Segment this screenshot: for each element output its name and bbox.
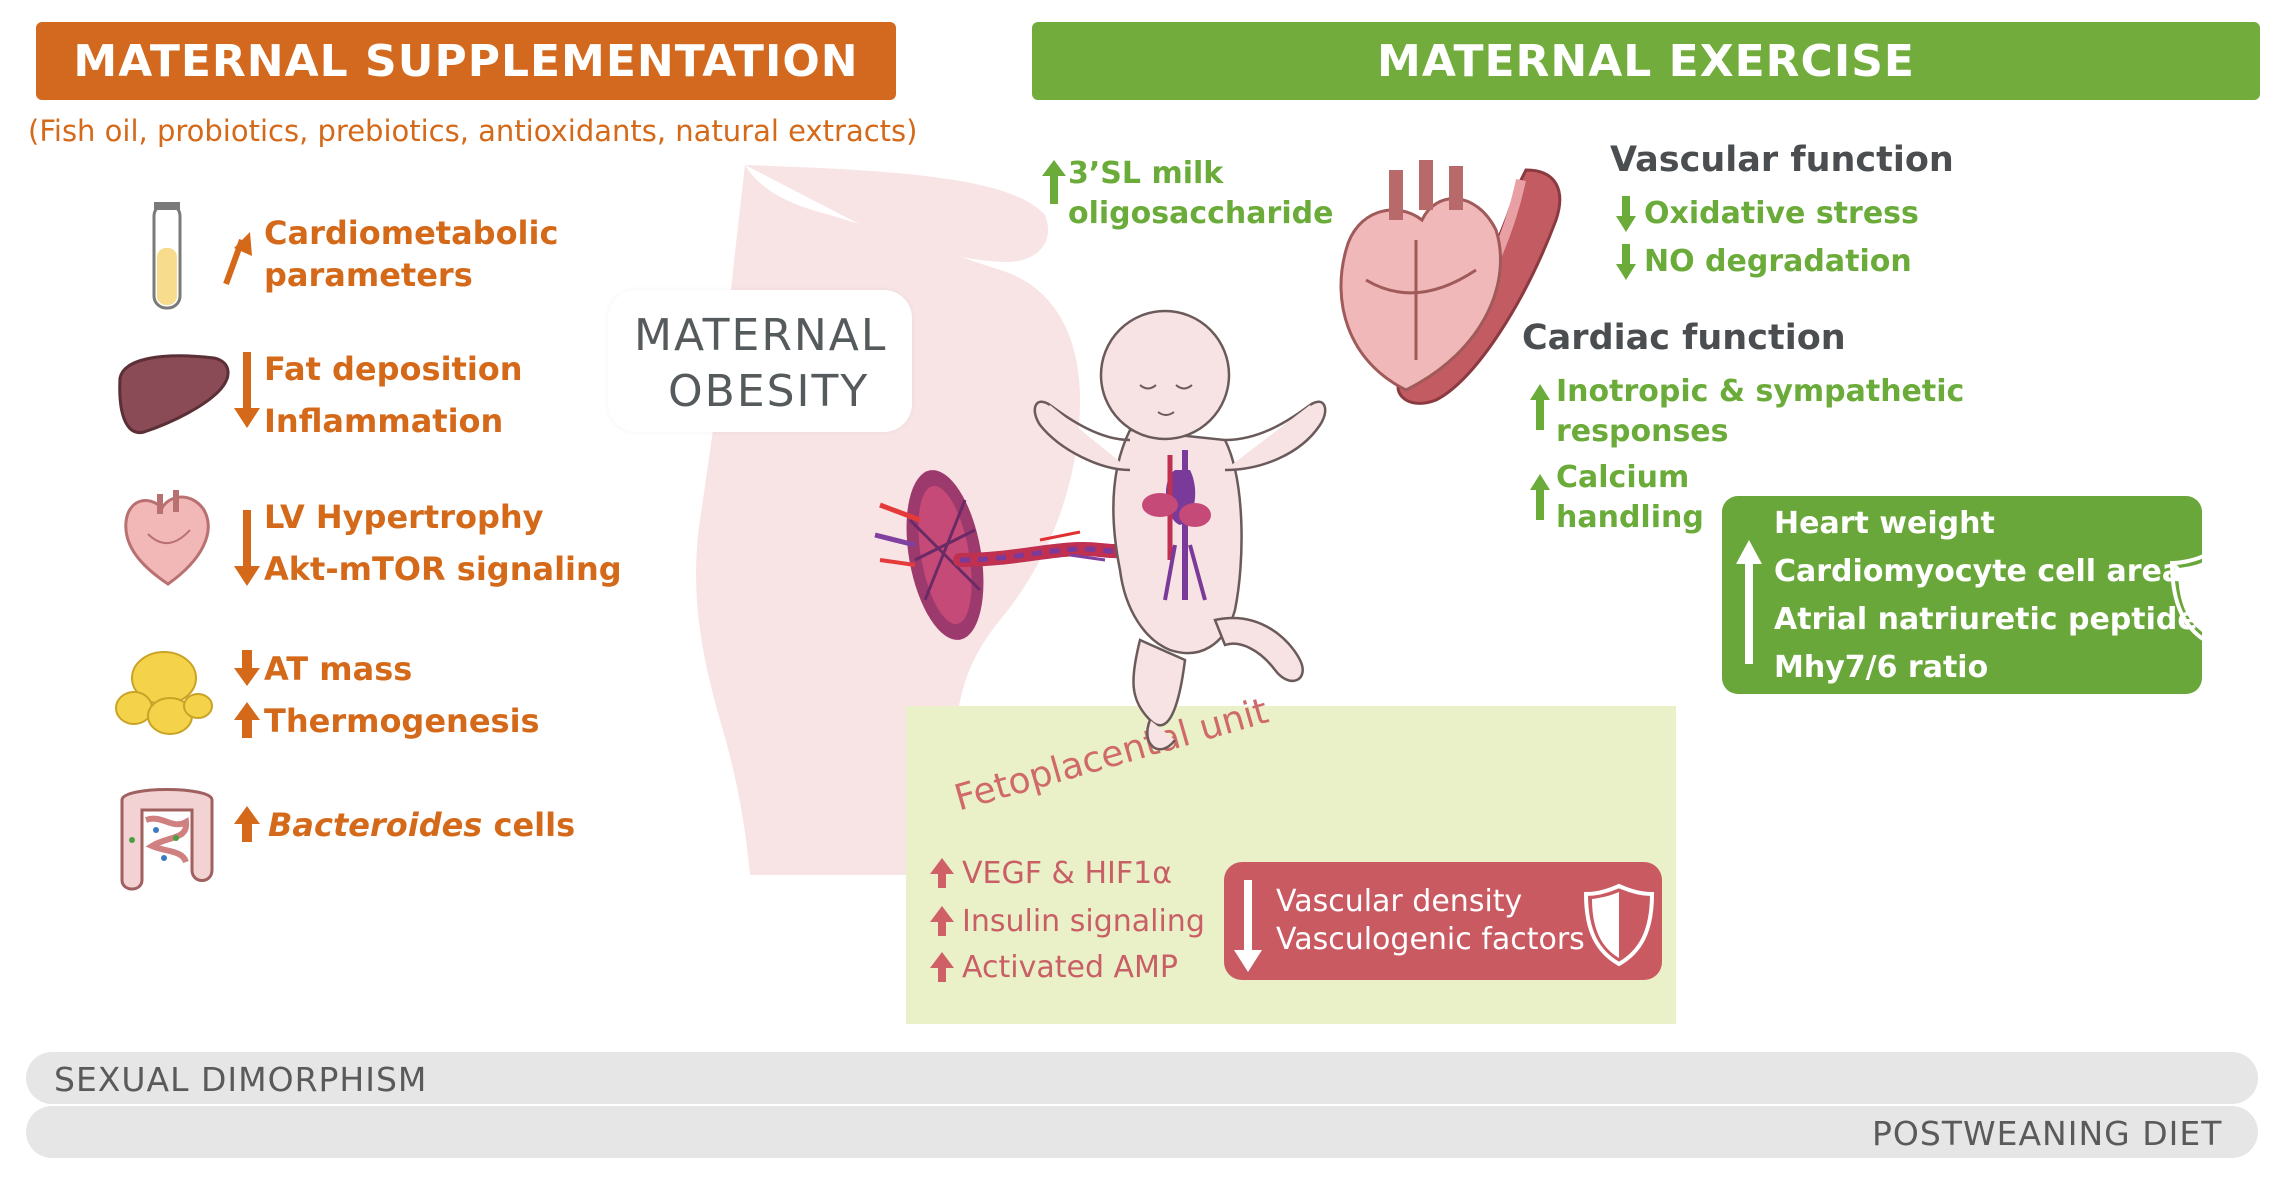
supplementation-banner: MATERNAL SUPPLEMENTATION: [36, 22, 896, 100]
arrow-down-icon: [234, 650, 260, 686]
heart-icon: [124, 490, 210, 586]
mhy-ratio: Mhy7/6 ratio: [1774, 650, 1989, 685]
cardiometabolic-line2: parameters: [264, 256, 473, 294]
postweaning-diet-label: POSTWEANING DIET: [1872, 1114, 2223, 1153]
bacteroides-rest: cells: [482, 806, 576, 844]
heart-weight: Heart weight: [1774, 506, 1995, 541]
arrow-down-icon: [234, 510, 260, 586]
liver-icon: [118, 354, 230, 435]
arrow-up-icon: [930, 858, 954, 888]
arrow-up-icon: [1530, 474, 1550, 520]
oxidative-stress: Oxidative stress: [1644, 196, 1919, 231]
fetoplacental-box-line2: Vasculogenic factors: [1276, 922, 1585, 957]
lv-hypertrophy: LV Hypertrophy: [264, 498, 544, 536]
milk-line2: oligosaccharide: [1068, 196, 1334, 231]
maternal-obesity-line1: MATERNAL: [634, 310, 888, 361]
fetoplacental-item-1: VEGF & HIF1α: [962, 856, 1172, 891]
maternal-obesity-label: [608, 290, 912, 432]
bacteroides-cells: Bacteroides cells: [268, 806, 575, 844]
sexual-dimorphism-label: SEXUAL DIMORPHISM: [54, 1060, 428, 1099]
maternal-obesity-line2: OBESITY: [668, 366, 870, 417]
arrow-down-icon: [234, 352, 260, 428]
arrow-down-icon: [1616, 196, 1636, 232]
arrow-up-icon: [930, 952, 954, 982]
fetoplacental-box-line1: Vascular density: [1276, 884, 1523, 919]
cardiometabolic-line1: Cardiometabolic: [264, 214, 559, 252]
arrow-up-icon: [1530, 384, 1550, 430]
arrow-up-icon: [234, 702, 260, 738]
milk-line1: 3’SL milk: [1068, 156, 1224, 191]
inotropic-line1: Inotropic & sympathetic: [1556, 374, 1965, 409]
sexual-dimorphism-bar: [26, 1052, 2258, 1104]
exercise-banner: MATERNAL EXERCISE: [1032, 22, 2260, 100]
inflammation: Inflammation: [264, 402, 504, 440]
akt-mtor-signaling: Akt-mTOR signaling: [264, 550, 622, 588]
at-mass: AT mass: [264, 650, 413, 688]
adipose-icon: [115, 651, 213, 735]
calcium-line1: Calcium: [1556, 460, 1690, 495]
no-degradation: NO degradation: [1644, 244, 1912, 279]
thermogenesis: Thermogenesis: [264, 702, 540, 740]
heart-vessel-illustration: [1339, 160, 1562, 405]
shield-icon: [2169, 551, 2247, 645]
arrow-down-icon: [1616, 244, 1636, 280]
fetoplacental-item-2: Insulin signaling: [962, 904, 1205, 939]
cardiac-protect-box: [1722, 496, 2202, 694]
postweaning-diet-bar: [26, 1106, 2258, 1158]
arrow-up-icon: [223, 232, 252, 286]
cardiomyocyte-cell-area: Cardiomyocyte cell area: [1774, 554, 2183, 589]
inotropic-line2: responses: [1556, 414, 1729, 449]
fetoplacental-arrows: [930, 858, 954, 982]
vascular-function-title: Vascular function: [1610, 140, 1954, 180]
atrial-natriuretic-peptide: Atrial natriuretic peptide: [1774, 602, 2198, 637]
calcium-line2: handling: [1556, 500, 1704, 535]
intestine-icon: [120, 788, 214, 891]
supplementation-subtitle: (Fish oil, probiotics, prebiotics, antio…: [28, 114, 918, 148]
cardiac-function-title: Cardiac function: [1522, 318, 1846, 358]
arrow-up-icon: [234, 806, 260, 842]
arrow-up-icon: [930, 906, 954, 936]
exercise-title: MATERNAL EXERCISE: [1377, 35, 1915, 87]
blood-tube-icon: [152, 202, 182, 310]
fetoplacental-item-3: Activated AMP: [962, 950, 1179, 985]
supplementation-title: MATERNAL SUPPLEMENTATION: [73, 35, 859, 87]
shield-icon: [1583, 883, 1655, 967]
bacteroides-italic: Bacteroides: [268, 806, 483, 844]
arrow-up-icon: [1736, 540, 1762, 664]
arrow-up-icon: [1042, 160, 1066, 204]
fat-deposition: Fat deposition: [264, 350, 523, 388]
arrow-down-icon: [1234, 880, 1262, 972]
